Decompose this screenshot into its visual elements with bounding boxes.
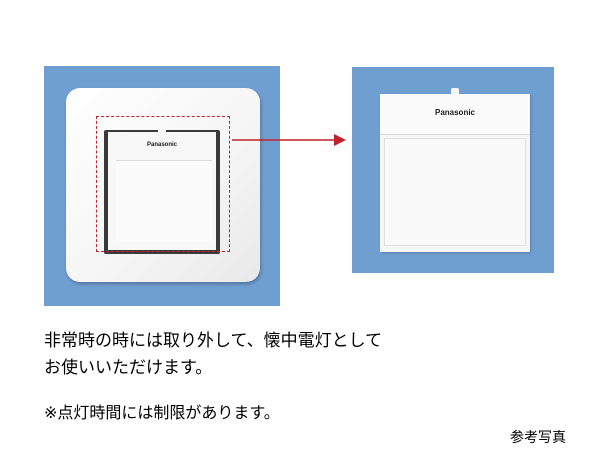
highlight-dashed-box xyxy=(96,116,230,252)
wall-plate: Panasonic xyxy=(66,88,260,282)
description-line-1: 非常時の時には取り外して、懐中電灯として xyxy=(44,331,383,351)
light-face xyxy=(384,138,526,246)
caption-text: 参考写真 xyxy=(510,430,566,446)
description-text: 非常時の時には取り外して、懐中電灯として お使いいただけます。 xyxy=(44,328,382,382)
note-text: ※点灯時間には制限があります。 xyxy=(44,403,280,422)
light-face xyxy=(116,160,212,241)
brand-logo: Panasonic xyxy=(146,142,177,148)
description-line-2: お使いいただけます。 xyxy=(44,358,213,378)
photo-installed-switch: Panasonic xyxy=(44,66,280,306)
flashlight-unit: Panasonic xyxy=(380,88,530,252)
brand-logo: Panasonic xyxy=(434,108,475,117)
unit-notch xyxy=(158,130,166,134)
installed-light-unit: Panasonic xyxy=(108,130,216,250)
unit-tab xyxy=(451,88,459,95)
unit-top: Panasonic xyxy=(380,94,530,135)
photo-removed-light: Panasonic xyxy=(352,67,554,273)
